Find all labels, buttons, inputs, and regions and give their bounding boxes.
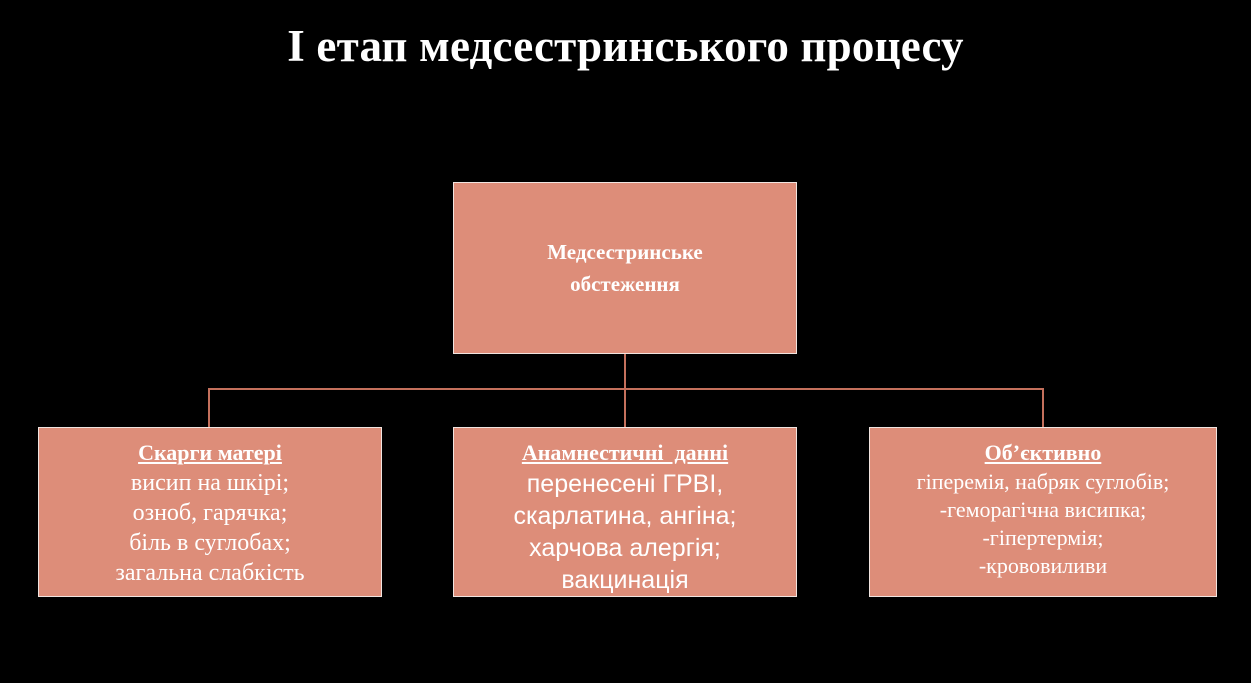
node-body-line: гіперемія, набряк суглобів; xyxy=(916,469,1170,494)
page-title: І етап медсестринського процесу xyxy=(287,21,964,71)
node-body-line: скарлатина, ангіна; xyxy=(513,502,737,530)
node-body: висип на шкірі; озноб, гарячка; біль в с… xyxy=(41,468,379,588)
connector-root-stem xyxy=(624,354,626,390)
node-body-line: вакцинація xyxy=(561,566,689,594)
node-body-line: -гіпертермія; xyxy=(982,525,1104,550)
node-heading: Скарги матері xyxy=(138,440,282,465)
node-mother-complaints[interactable]: Скарги матері висип на шкірі; озноб, гар… xyxy=(38,427,382,597)
node-nursing-assessment[interactable]: Медсестринське обстеження xyxy=(453,182,797,354)
node-root-line-1: Медсестринське xyxy=(547,240,703,264)
node-body-line: озноб, гарячка; xyxy=(132,500,288,526)
node-root-line-2: обстеження xyxy=(570,272,680,296)
node-body-line: біль в суглобах; xyxy=(129,530,291,556)
node-body: перенесені ГРВІ, скарлатина, ангіна; хар… xyxy=(456,468,794,596)
node-anamnestic-data[interactable]: Анамнестичні данні перенесені ГРВІ, скар… xyxy=(453,427,797,597)
node-body-line: -геморагічна висипка; xyxy=(939,497,1147,522)
node-heading: Анамнестичні данні xyxy=(521,440,729,465)
node-heading: Об’єктивно xyxy=(984,440,1102,465)
node-body: гіперемія, набряк суглобів; -геморагічна… xyxy=(872,468,1214,580)
node-body-line: висип на шкірі; xyxy=(130,470,290,496)
connector-branch-left xyxy=(208,388,210,428)
node-body-line: харчова алергія; xyxy=(529,534,721,562)
connector-branch-right xyxy=(1042,388,1044,428)
node-body-line: загальна слабкість xyxy=(115,560,305,586)
node-objective-findings[interactable]: Об’єктивно гіперемія, набряк суглобів; -… xyxy=(869,427,1217,597)
node-body-line: -крововиливи xyxy=(978,553,1108,578)
connector-branch-middle xyxy=(624,388,626,428)
connector-horizontal-bus xyxy=(208,388,1044,390)
node-body-line: перенесені ГРВІ, xyxy=(526,470,724,498)
